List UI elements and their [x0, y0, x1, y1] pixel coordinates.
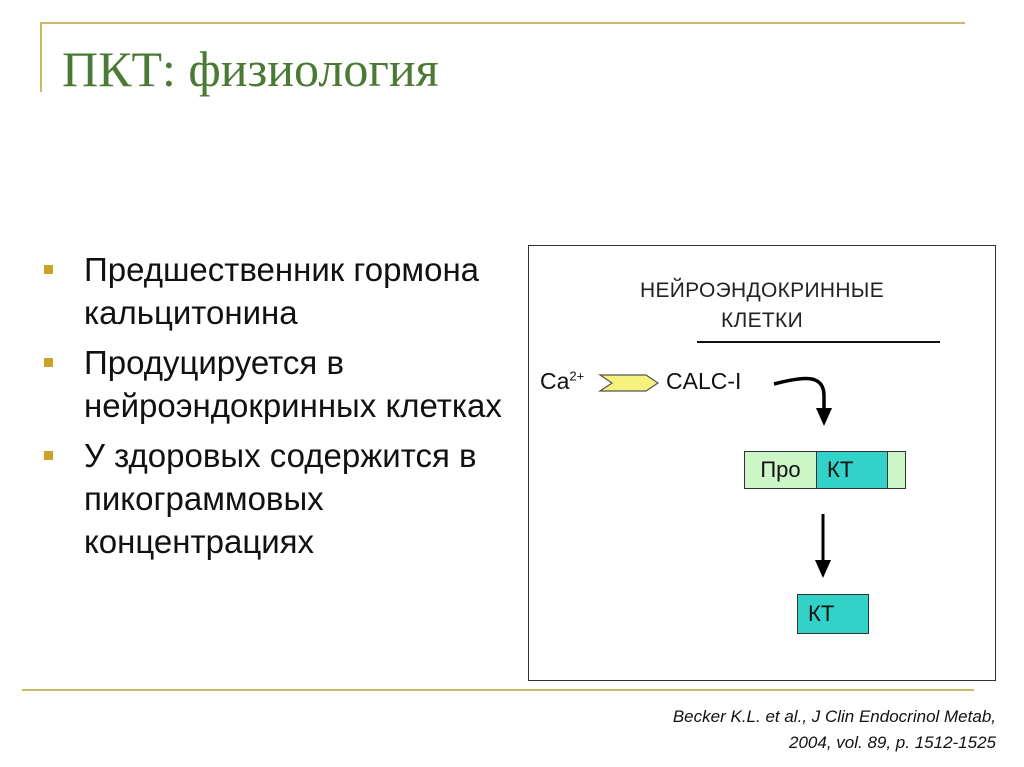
- frame-top-line: [40, 22, 965, 24]
- calcium-label: Ca2+: [540, 368, 584, 395]
- down-arrow-head-icon: [815, 560, 831, 578]
- diagram-arrows: [598, 374, 832, 578]
- bullet-item: Продуцируется в нейроэндокринных клетках: [44, 341, 514, 427]
- chevron-arrow-icon: [598, 374, 660, 392]
- curved-arrow-shaft: [773, 376, 826, 414]
- calcium-base: Ca: [540, 368, 570, 394]
- bullet-list: Предшественник гормона кальцитонина Прод…: [44, 248, 514, 570]
- citation: Becker K.L. et al., J Clin Endocrinol Me…: [673, 704, 996, 756]
- bullet-text: Предшественник гормона кальцитонина: [84, 251, 480, 331]
- bullet-text: Продуцируется в нейроэндокринных клетках: [84, 344, 502, 424]
- curved-arrow-head-icon: [816, 408, 832, 426]
- tail-segment: [888, 452, 905, 488]
- slide-title: ПКТ: физиология: [62, 41, 439, 97]
- citation-line2: 2004, vol. 89, p. 1512-1525: [789, 733, 996, 752]
- kt-segment: КТ: [817, 452, 888, 488]
- diagram-header-line1: НЕЙРОЭНДОКРИННЫЕ: [639, 279, 885, 302]
- gene-label: CALC-I: [666, 368, 742, 394]
- pathway-diagram: НЕЙРОЭНДОКРИННЫЕ КЛЕТКИ Ca2+ CALC-I Про …: [528, 245, 996, 681]
- citation-line1: Becker K.L. et al., J Clin Endocrinol Me…: [672, 707, 996, 726]
- prohormone-box: Про КТ: [744, 451, 906, 489]
- bullet-square-icon: [44, 451, 53, 460]
- bullet-square-icon: [44, 265, 53, 274]
- diagram-header-line2: КЛЕТКИ: [721, 309, 803, 332]
- bullet-square-icon: [44, 358, 53, 367]
- bullet-text: У здоровых содержится в пикограммовых ко…: [84, 437, 477, 560]
- bullet-item: Предшественник гормона кальцитонина: [44, 248, 514, 334]
- frame-left-line: [40, 22, 42, 92]
- pro-segment: Про: [745, 452, 817, 488]
- bullet-item: У здоровых содержится в пикограммовых ко…: [44, 434, 514, 563]
- header-underline: [697, 341, 940, 343]
- calcitonin-box: КТ: [797, 594, 869, 634]
- frame-bottom-line: [22, 689, 974, 691]
- calcium-charge: 2+: [569, 368, 585, 384]
